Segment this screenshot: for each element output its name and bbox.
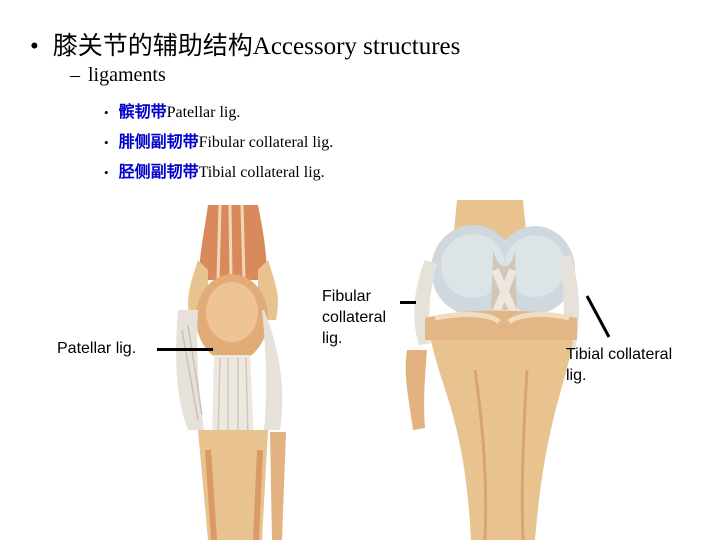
- heading-bullet: •: [30, 33, 39, 60]
- flexed-knee-illustration: [405, 200, 580, 540]
- heading-english: Accessory structures: [252, 33, 461, 60]
- anterior-knee-illustration: [176, 204, 286, 540]
- label-fibular-collateral-ligament: Fibular collateral lig.: [322, 286, 412, 349]
- term-chinese: 腓侧副韧带: [118, 134, 199, 151]
- tibial-pointer-line: [585, 295, 611, 338]
- patellar-ligament: [212, 355, 254, 440]
- term-chinese: 胫侧副韧带: [118, 164, 199, 181]
- label-line: lig.: [322, 330, 343, 347]
- list-item-patellar: • 髌韧带Patellar lig.: [104, 98, 240, 122]
- list-bullet: •: [104, 135, 109, 150]
- subheading-dash: –: [70, 64, 80, 86]
- patellar-pointer-line: [157, 348, 213, 351]
- quadriceps-muscle: [199, 205, 267, 280]
- list-item-tibial: • 胫侧副韧带Tibial collateral lig.: [104, 158, 325, 182]
- tibial-plateau: [425, 310, 577, 340]
- label-line: collateral: [322, 309, 387, 326]
- term-english: Fibular collateral lig.: [198, 134, 334, 151]
- tendon-fibers: [216, 204, 246, 281]
- fibula: [270, 432, 286, 540]
- list-bullet: •: [104, 105, 109, 120]
- list-bullet: •: [104, 165, 109, 180]
- heading: • 膝关节的辅助结构Accessory structures: [30, 26, 460, 62]
- heading-chinese: 膝关节的辅助结构: [52, 33, 253, 60]
- tibia: [431, 340, 573, 540]
- term-english: Tibial collateral lig.: [198, 164, 325, 181]
- subheading-text: ligaments: [88, 64, 166, 86]
- retinaculum-right: [262, 310, 283, 430]
- subheading: –ligaments: [70, 64, 166, 87]
- fibular-pointer-line: [400, 301, 416, 304]
- menisci: [434, 312, 570, 325]
- label-patellar-ligament: Patellar lig.: [57, 340, 137, 357]
- fibular-collateral-ligament: [414, 260, 437, 345]
- fibula: [405, 350, 427, 430]
- label-tibial-collateral-ligament: Tibial collateral lig.: [566, 344, 716, 386]
- label-line: Fibular: [322, 288, 371, 305]
- term-english: Patellar lig.: [166, 104, 241, 121]
- label-line: lig.: [566, 367, 587, 384]
- term-chinese: 髌韧带: [118, 104, 167, 121]
- tibia: [198, 430, 268, 540]
- label-line: Tibial collateral: [566, 346, 673, 363]
- list-item-fibular: • 腓侧副韧带Fibular collateral lig.: [104, 128, 333, 152]
- cruciate-ligaments: [491, 268, 519, 317]
